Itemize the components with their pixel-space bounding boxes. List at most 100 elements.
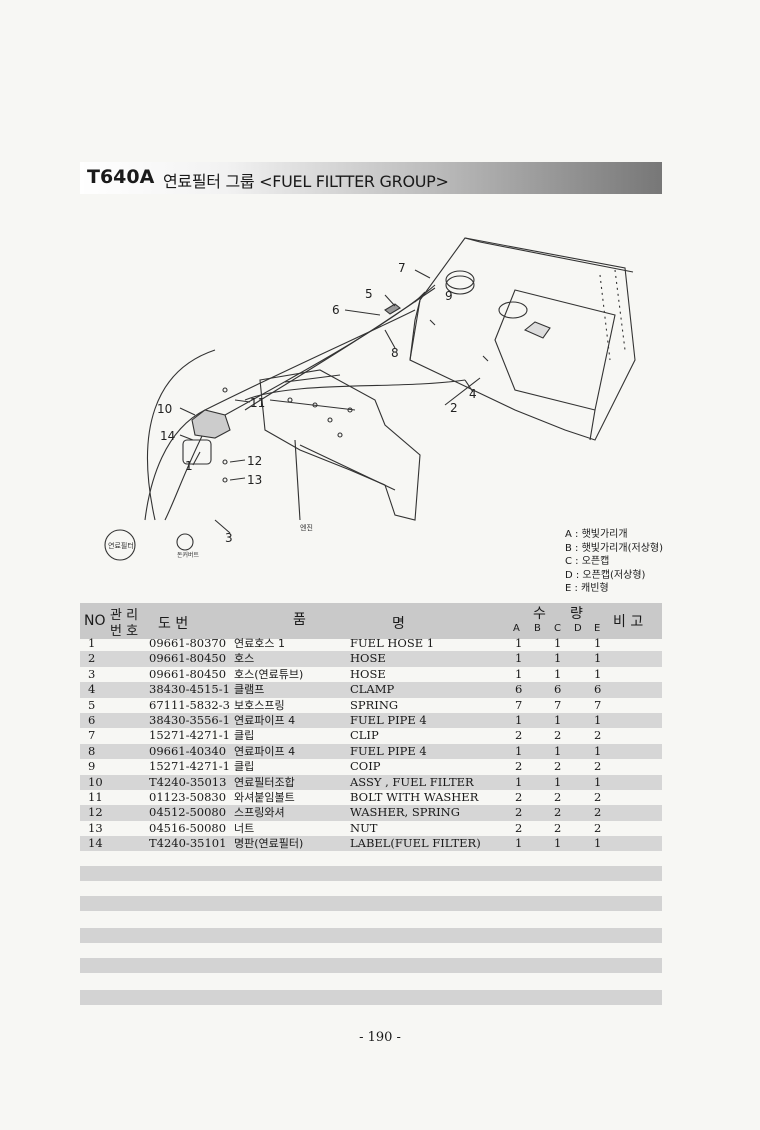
header-part-name-1: 품: [293, 612, 306, 628]
legend-item: D : 오픈캡(저상형): [565, 569, 646, 581]
row-qty-c: 2: [554, 759, 562, 774]
row-qty-c: 2: [554, 728, 562, 743]
row-english-name: ASSY , FUEL FILTER: [350, 774, 474, 789]
row-part-number: T4240-35101: [149, 836, 227, 851]
callout-9: 9: [445, 289, 453, 303]
row-korean-name: 연료파이프 4: [234, 744, 296, 758]
frame-bracket: [259, 369, 421, 521]
row-korean-name: 명판(연료필터): [234, 837, 304, 851]
fuel-filter-assembly: [182, 387, 231, 483]
header-qty-1: 수: [533, 606, 546, 622]
row-qty-c: 1: [554, 712, 562, 727]
row-korean-name: 클립: [234, 729, 255, 743]
row-qty-c: 2: [554, 805, 562, 820]
row-qty-a: 7: [515, 697, 523, 712]
row-korean-name: 와셔붙임볼트: [234, 790, 295, 804]
legend-item: B : 햇빛가리개(저상형): [565, 542, 663, 554]
row-qty-e: 6: [594, 682, 602, 697]
row-part-number: 67111-5832-3: [149, 697, 230, 712]
row-qty-c: 1: [554, 636, 562, 650]
row-english-name: BOLT WITH WASHER: [350, 789, 479, 804]
row-qty-a: 1: [515, 651, 523, 666]
section-title-band: T640A 연료필터 그룹 <FUEL FILTTER GROUP>: [80, 162, 662, 194]
cover-label-tag: 돈커버트: [177, 551, 200, 559]
callout-12: 12: [247, 454, 262, 468]
callout-4: 4: [469, 387, 477, 401]
row-no: 5: [88, 697, 96, 712]
fuel-filter-diagram: 연료필터 돈커버트 엔진 1 2 3 4 5 6 7 8 9 10 11 12 …: [104, 237, 636, 561]
header-col-b: B: [534, 623, 541, 634]
row-qty-e: 7: [594, 697, 602, 712]
row-qty-e: 2: [594, 820, 602, 835]
row-part-number: 38430-3556-1: [149, 712, 230, 727]
row-english-name: CLIP: [350, 728, 379, 743]
row-qty-a: 1: [515, 666, 523, 681]
row-korean-name: 클립: [234, 760, 255, 774]
row-part-number: 09661-80450: [149, 651, 227, 666]
header-qty-2: 량: [570, 606, 583, 622]
section-title: 연료필터 그룹 <FUEL FILTTER GROUP>: [163, 172, 449, 191]
row-qty-c: 1: [554, 666, 562, 681]
row-qty-a: 1: [515, 712, 523, 727]
row-korean-name: 연료파이프 4: [234, 713, 296, 727]
row-qty-c: 1: [554, 836, 562, 851]
row-part-number: 01123-50830: [149, 789, 227, 804]
row-part-number: 09661-80370: [149, 636, 227, 650]
row-english-name: HOSE: [350, 651, 386, 666]
row-no: 13: [88, 820, 103, 835]
callout-13: 13: [247, 473, 262, 487]
legend-item: E : 캐빈형: [565, 583, 609, 594]
table-row: 7 15271-4271-1 클립 CLIP 2 2 2: [80, 728, 662, 743]
empty-table-row: [80, 958, 662, 973]
row-english-name: FUEL PIPE 4: [350, 743, 427, 758]
row-no: 4: [88, 682, 96, 697]
row-qty-a: 1: [515, 836, 523, 851]
row-qty-a: 2: [515, 728, 523, 743]
row-english-name: HOSE: [350, 666, 386, 681]
empty-table-row: [80, 928, 662, 943]
header-remark: 비 고: [613, 614, 644, 630]
row-korean-name: 클램프: [234, 683, 265, 697]
row-no: 7: [88, 728, 96, 743]
header-col-e: E: [594, 623, 601, 634]
row-qty-a: 1: [515, 774, 523, 789]
row-no: 2: [88, 651, 96, 666]
legend-item: A : 햇빛가리개: [565, 529, 628, 540]
model-name: T640A: [87, 166, 155, 188]
row-english-name: NUT: [350, 820, 378, 835]
row-part-number: 15271-4271-1: [149, 728, 230, 743]
fuel-hoses: [144, 284, 466, 521]
row-english-name: COIP: [350, 759, 381, 774]
row-qty-a: 2: [515, 789, 523, 804]
callout-1: 1: [185, 459, 193, 473]
row-korean-name: 연료필터조합: [234, 775, 295, 789]
callout-8: 8: [391, 346, 399, 360]
row-english-name: WASHER, SPRING: [350, 805, 460, 820]
row-qty-a: 2: [515, 805, 523, 820]
callout-10: 10: [157, 402, 172, 416]
callout-5: 5: [365, 287, 373, 301]
row-qty-c: 1: [554, 651, 562, 666]
parts-table-header: NO 관 리 번 호 도 번 품 명 수 량 비 고 A B C D E: [80, 603, 662, 639]
row-part-number: 15271-4271-1: [149, 759, 230, 774]
header-mgmt-1: 관 리: [110, 608, 139, 623]
row-no: 12: [88, 805, 103, 820]
row-qty-e: 1: [594, 636, 602, 650]
row-qty-e: 2: [594, 805, 602, 820]
row-qty-e: 2: [594, 728, 602, 743]
row-qty-e: 2: [594, 759, 602, 774]
row-korean-name: 호스: [234, 652, 255, 666]
row-qty-e: 1: [594, 836, 602, 851]
row-qty-c: 1: [554, 743, 562, 758]
row-qty-e: 1: [594, 712, 602, 727]
callout-14: 14: [160, 429, 175, 443]
